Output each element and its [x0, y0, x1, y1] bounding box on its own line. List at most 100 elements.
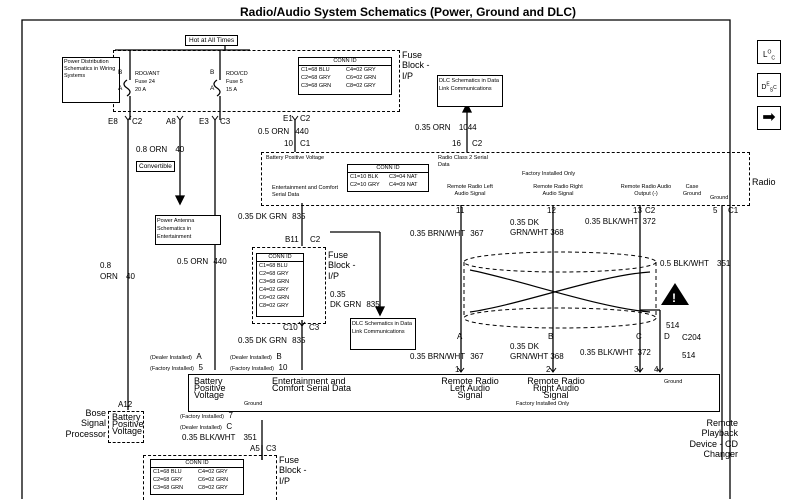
wire-label-835c: 0.35 DK GRN 835 [238, 336, 306, 345]
cdc-bat-label: Battery Positive Voltage [194, 376, 226, 400]
fuse-bot-pin-c3: C3 [266, 444, 277, 453]
radio-ground-label: Ground [710, 195, 729, 201]
cdc-pin-1: 1 [455, 365, 460, 374]
power-distribution-box: Power Distribution Schematics in Wiring … [62, 57, 120, 103]
radio-right-label: Remote Radio Right Audio Signal [533, 184, 583, 197]
fuse-block-mid-label: Fuse Block - I/P [328, 250, 356, 281]
pin-10: 10 [284, 139, 293, 148]
right-arrow-icon: ➡ [762, 109, 776, 126]
loc-button[interactable]: LOC [757, 40, 781, 64]
wire-label-835: 0.35 DK GRN 835 [238, 212, 306, 221]
loc-icon: LOC [763, 49, 775, 62]
fuse-mid-pin-c2: C2 [310, 235, 321, 244]
antenna-box: Power Antenna Schematics in Entertainmen… [155, 215, 221, 245]
pin-c2b: C2 [300, 114, 311, 123]
cdc-left-label: Remote Radio Left Audio Signal [441, 376, 499, 400]
cdc-right-label: Remote Radio Right Audio Signal [527, 376, 585, 400]
pin-mark-e8 [124, 115, 132, 121]
cdc-pin-d: D [664, 332, 670, 341]
pin-e8: E8 [108, 117, 118, 126]
pin-c2c: C2 [472, 139, 483, 148]
fuse5-pin-b: B [210, 69, 215, 76]
wire-label-372: 0.35 BLK/WHT 372 [585, 217, 656, 226]
pin-mark-e1 [291, 115, 299, 121]
bose-label: Bose Signal Processor [65, 408, 106, 439]
fuse-mid-pin-c10: C10 [283, 323, 298, 332]
shield-ellipse-top [463, 251, 657, 273]
wire-label-351: 0.5 BLK/WHT 351 [660, 259, 731, 268]
dlc-box-top: DLC Schematics in Data Link Communicatio… [437, 75, 503, 107]
fuse-block-bottom [143, 455, 277, 500]
radio-factory-label: Factory Installed Only [522, 171, 576, 177]
fuse24-pin-a: A [118, 85, 123, 92]
wire-label-372b: 0.35 BLK/WHT 372 [580, 348, 651, 357]
cd-changer-box [188, 374, 720, 412]
wire-label-351b: 0.35 BLK/WHT 351 [182, 433, 257, 442]
pin-mark-p1 [457, 367, 465, 373]
warning-icon [661, 283, 689, 305]
fuse24-symbol [123, 79, 131, 97]
radio-box [261, 152, 750, 206]
page-title: Radio/Audio System Schematics (Power, Gr… [240, 5, 577, 19]
radio-output-label: Remote Radio Audio Output (-) [620, 184, 672, 197]
dlc-box-mid: DLC Schematics in Data Link Communicatio… [350, 318, 416, 350]
radio-pin-11: 11 [456, 206, 465, 215]
cdc-pin-3: 3 [634, 365, 639, 374]
cdc-ground2-label: Ground [244, 401, 263, 407]
wire-label-514a: 514 [666, 321, 680, 330]
wire-label-c204: C204 [682, 333, 702, 342]
pin-mark-p4 [656, 367, 664, 373]
cdc-ground-label: Ground [664, 379, 683, 385]
arrow-dlc-top [461, 102, 473, 113]
pin-mark-e3 [211, 115, 219, 121]
shield-ellipse-bottom [463, 307, 657, 329]
radio-ent-label: Entertainment and Comfort Serial Data [272, 185, 339, 198]
fuse-block-mid [252, 247, 326, 324]
pin-e3: E3 [199, 117, 209, 126]
desc-icon: DESC [761, 82, 777, 94]
radio-pin-c1: C1 [728, 206, 739, 215]
pin-c2: C2 [132, 117, 143, 126]
fuse-mid-pin-c3: C3 [309, 323, 320, 332]
fuse5-pin-a: A [210, 85, 215, 92]
bose-dealer-c: (Dealer Installed) C [180, 422, 233, 431]
cdc-ent-label: Entertainment and Comfort Serial Data [272, 376, 352, 393]
fuse5-symbol [213, 79, 221, 97]
cdc-pin-a: A [457, 332, 463, 341]
hot-label: Hot at All Times [185, 35, 239, 46]
next-button[interactable]: ➡ [757, 106, 781, 130]
arrow-dlc-mid [374, 306, 386, 317]
fuse-bot-pin-a5: A5 [250, 444, 260, 453]
cdc-dealer-b: (Dealer Installed) B [230, 352, 282, 361]
radio-class2-label: Radio Class 2 Serial Data [438, 155, 488, 168]
radio-left-label: Remote Radio Left Audio Signal [447, 184, 493, 197]
wire-label-orn05: 0.5 ORN 440 [258, 127, 309, 136]
pin-16: 16 [452, 139, 461, 148]
pin-c1: C1 [300, 139, 311, 148]
cdc-dealer-a: (Dealer Installed) A [150, 352, 202, 361]
cdc-pin-4: 4 [654, 365, 659, 374]
desc-button[interactable]: DESC [757, 73, 781, 97]
pin-mark-a8 [176, 115, 184, 121]
wire-label-orn08: 0.8 ORN 40 [136, 145, 185, 154]
cd-changer-label: Remote Playback Device - CD Changer [689, 418, 738, 460]
radio-bat-label: Battery Positive Voltage [266, 155, 325, 161]
cdc-factory-label: Factory Installed Only [516, 401, 570, 407]
wire-label-367b: 0.35 BRN/WHT 367 [410, 352, 484, 361]
wire-label-367: 0.35 BRN/WHT 367 [410, 229, 484, 238]
wire-label-514b: 514 [682, 351, 696, 360]
pin-c3: C3 [220, 117, 231, 126]
cdc-factory-5: (Factory Installed) 5 [150, 363, 203, 372]
radio-label: Radio [752, 177, 776, 187]
bose-factory-7: (Factory Installed) 7 [180, 411, 233, 420]
wire-label-orn05-left: 0.5 ORN 440 [177, 257, 227, 266]
radio-pin-c2: C2 [645, 206, 656, 215]
radio-pin-12: 12 [547, 206, 556, 215]
